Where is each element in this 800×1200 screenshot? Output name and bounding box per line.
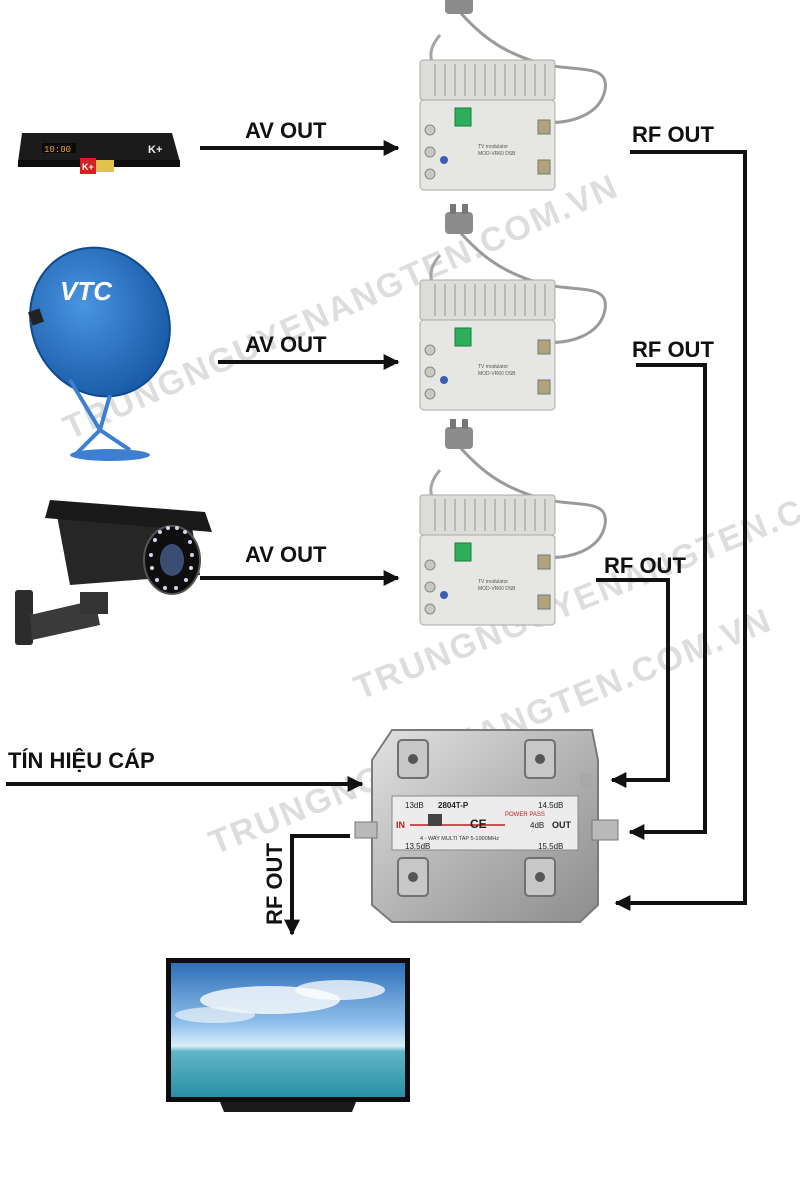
tv-modulator-2: TV modulator MOD-VR60 DSB xyxy=(418,202,607,412)
modulator-2-line2: MOD-VR60 DSB xyxy=(478,371,516,377)
rf-out-label-2: RF OUT xyxy=(632,337,714,362)
connection-lines xyxy=(6,140,747,936)
tap-port-br: 15.5dB xyxy=(538,842,563,851)
rf-out-path-3 xyxy=(596,578,670,788)
satellite-receiver: 10:00 K+ K+ xyxy=(18,133,180,174)
rf-out-label-1: RF OUT xyxy=(632,122,714,147)
satellite-dish: VTC xyxy=(27,246,171,461)
receiver-badge: K+ xyxy=(82,162,94,172)
rf-out-path-1 xyxy=(614,150,747,911)
tap-port-bl: 13.5dB xyxy=(405,842,430,851)
multi-tap: 13dB 2804T-P 14.5dB IN CE POWER PASS 4dB… xyxy=(354,729,619,923)
tap-model: 2804T-P xyxy=(438,801,469,810)
modulator-1-line1: TV modulator xyxy=(478,144,508,150)
dish-logo: VTC xyxy=(60,276,113,306)
receiver-display: 10:00 xyxy=(44,145,71,155)
tap-port-tr: 14.5dB xyxy=(538,801,563,810)
tap-power-pass: POWER PASS xyxy=(505,812,545,818)
rf-out-path-tv xyxy=(284,834,350,936)
rf-out-label-3: RF OUT xyxy=(604,553,686,578)
cctv-camera xyxy=(15,500,212,645)
modulator-2-line1: TV modulator xyxy=(478,364,508,370)
television xyxy=(166,958,410,1112)
av-out-label-1: AV OUT xyxy=(245,118,327,143)
watermark-2: TRUNGNGUYENANGTEN.COM.VN xyxy=(349,446,800,707)
tap-port-tl: 13dB xyxy=(405,801,424,810)
tap-out-label: OUT xyxy=(552,820,572,830)
av-out-label-2: AV OUT xyxy=(245,332,327,357)
tap-in-label: IN xyxy=(396,820,405,830)
rf-out-path-2 xyxy=(628,363,707,840)
tv-modulator-1: TV modulator MOD-VR60 DSB xyxy=(418,0,607,192)
modulator-3-line1: TV modulator xyxy=(478,579,508,585)
av-out-label-3: AV OUT xyxy=(245,542,327,567)
tap-ce-mark: CE xyxy=(470,817,487,831)
receiver-brand: K+ xyxy=(148,144,162,156)
tap-out-loss: 4dB xyxy=(530,821,544,830)
tap-description: 4 - WAY MULTI TAP 5-1000MHz xyxy=(420,836,499,842)
modulator-1-line2: MOD-VR60 DSB xyxy=(478,151,516,157)
tv-modulator-3: TV modulator MOD-VR60 DSB xyxy=(418,417,607,627)
rf-out-label-tv: RF OUT xyxy=(262,843,287,925)
cable-signal-label: TÍN HIỆU CÁP xyxy=(8,748,155,773)
modulator-3-line2: MOD-VR60 DSB xyxy=(478,586,516,592)
